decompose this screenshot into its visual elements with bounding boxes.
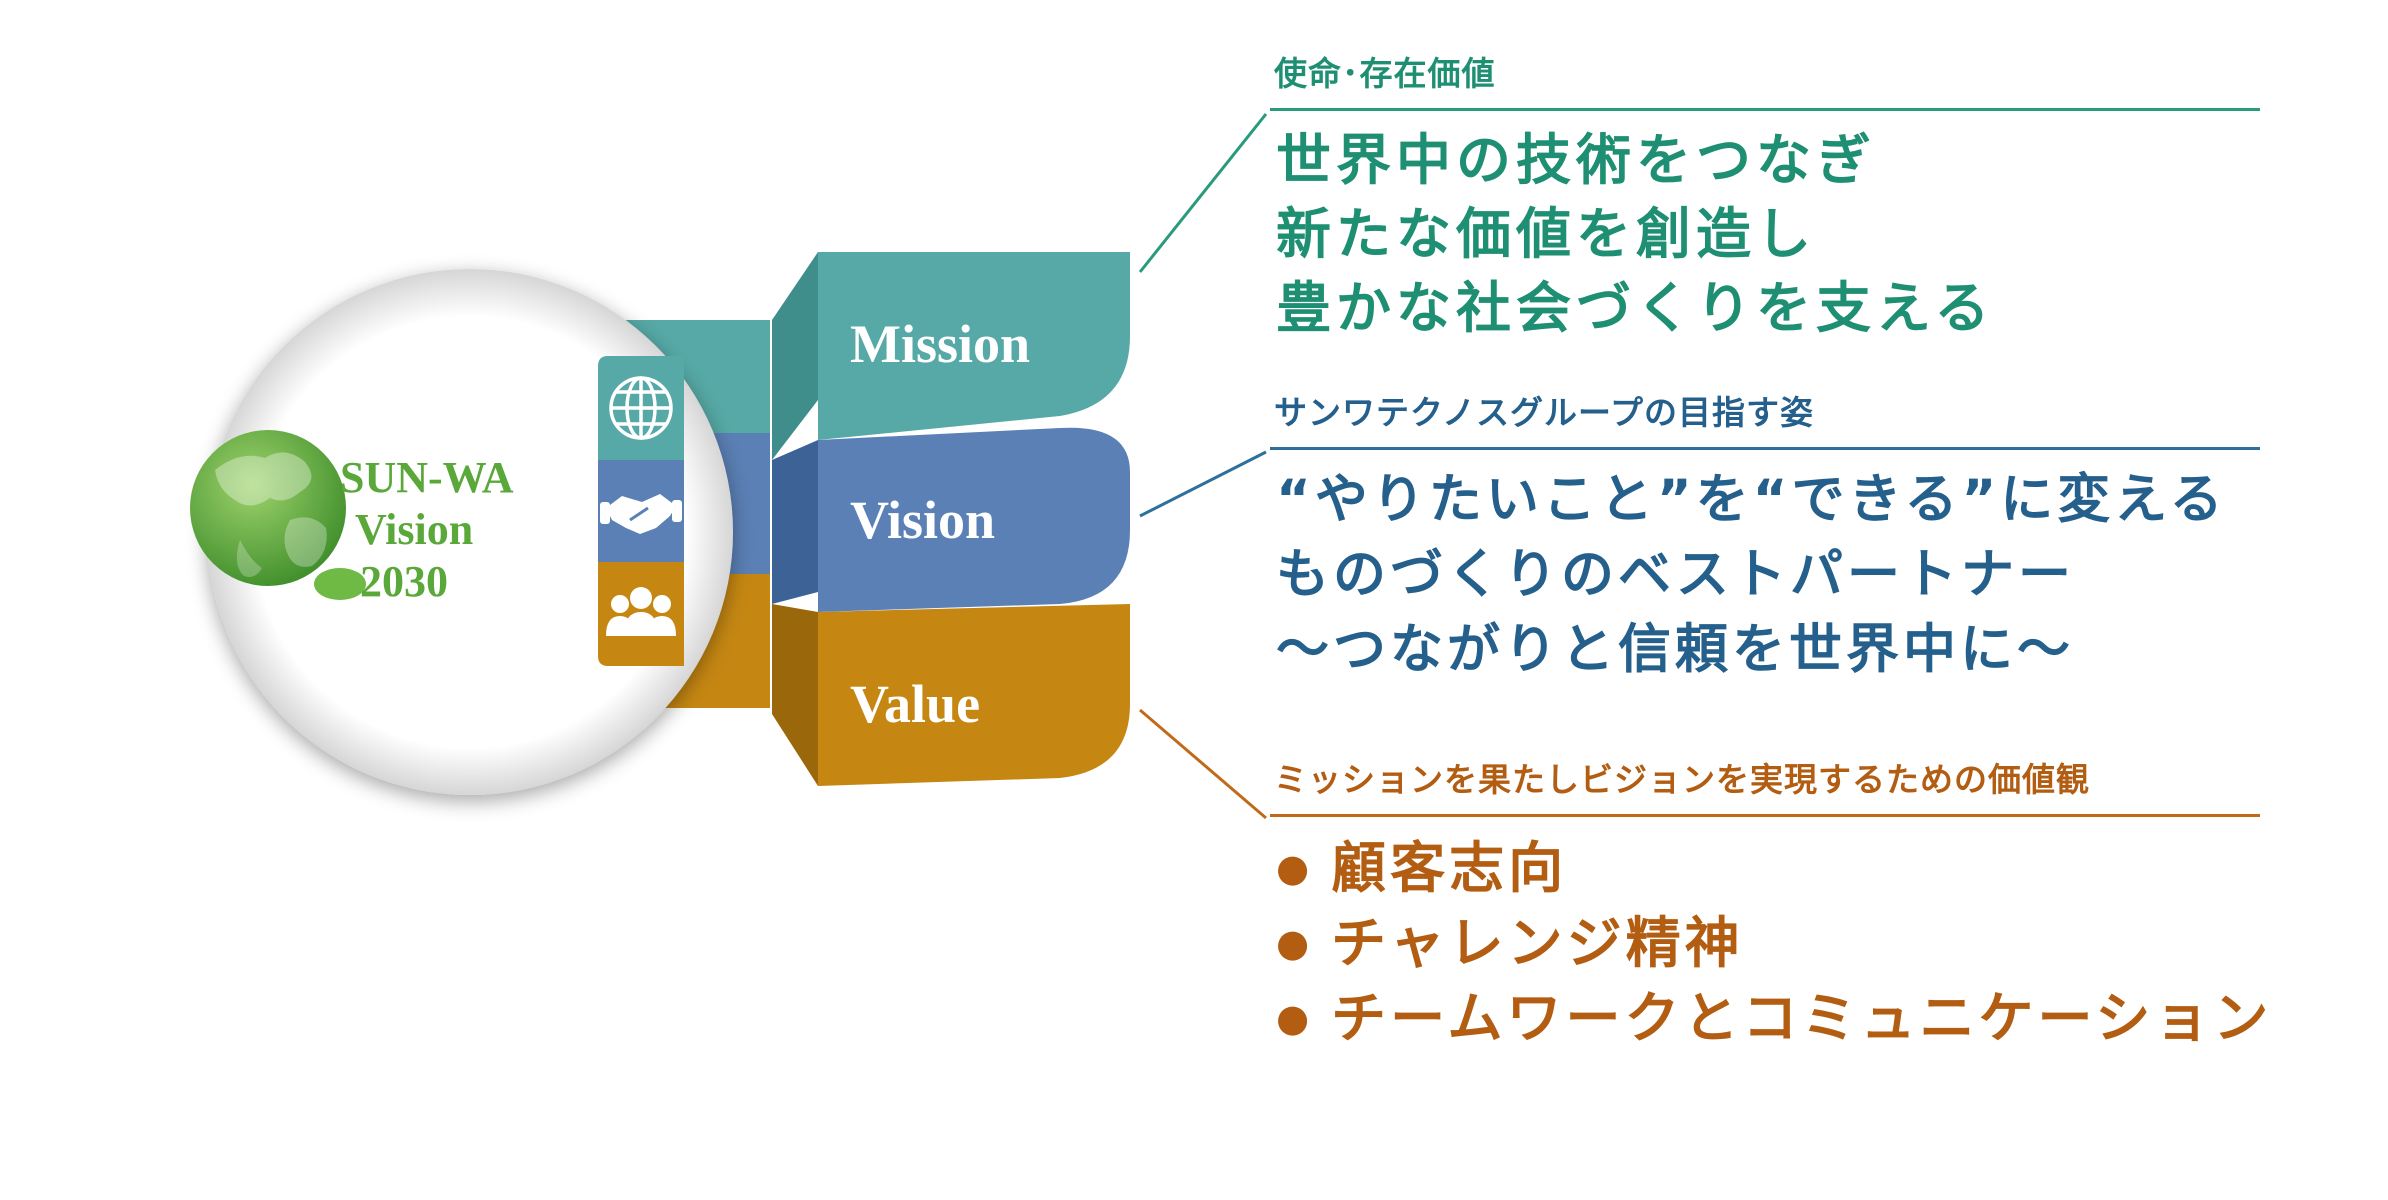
value-item: ● 顧客志向 (1276, 831, 2260, 906)
vision-divider (1270, 447, 2260, 450)
value-ribbon-side (772, 604, 818, 786)
value-panel: ミッションを果たしビジョンを実現するための価値観 ●顧客志向 ●チャレンジ精神 … (1270, 758, 2268, 1056)
mission-ribbon-side (772, 252, 818, 460)
people-icon (606, 587, 676, 636)
bullet-icon: ● (1276, 921, 1314, 965)
logo-line2: Vision (355, 505, 473, 554)
logo-line1: SUN-WA (340, 453, 514, 502)
mission-heading: 使命･存在価値 (1274, 54, 1496, 93)
mission-divider (1270, 108, 2260, 111)
globe-illustration (190, 430, 366, 600)
value-divider (1270, 814, 2260, 817)
vision-ribbon-front (818, 427, 1130, 612)
bullet-icon: ● (1276, 996, 1314, 1040)
ribbon-label-mission: Mission (850, 314, 1030, 374)
value-ribbon-front (818, 604, 1130, 786)
ribbon-label-value: Value (850, 674, 980, 734)
vision-ribbon-side (772, 440, 818, 604)
value-item-text: チャレンジ精神 (1331, 911, 1744, 975)
logo-line3: 2030 (360, 557, 448, 606)
globe-icon (609, 376, 673, 440)
vision-leader-line (1139, 450, 1267, 518)
value-leader-line (1139, 708, 1267, 820)
vision-line: ～つながりと信頼を世界中に～ (1276, 619, 2074, 680)
mission-line: 世界中の技術をつなぎ (1276, 128, 1877, 192)
vision-heading: サンワテクノスグループの目指す姿 (1274, 393, 1815, 432)
mission-line: 豊かな社会づくりを支える (1276, 276, 1995, 340)
mission-panel: 使命･存在価値 世界中の技術をつなぎ 新たな価値を創造し 豊かな社会づくりを支え… (1270, 52, 2260, 345)
value-item-text: チームワークとコミュニケーション (1331, 986, 2273, 1050)
value-item-text: 顧客志向 (1331, 836, 1568, 900)
mission-leader-line (1138, 113, 1268, 273)
mission-ribbon-front (818, 252, 1130, 440)
mission-line: 新たな価値を創造し (1276, 202, 1817, 266)
handshake-icon (600, 494, 682, 534)
vision-line: “やりたいこと”を“できる”に変える (1276, 469, 2227, 530)
value-heading: ミッションを果たしビジョンを実現するための価値観 (1274, 760, 2090, 799)
vision-panel: サンワテクノスグループの目指す姿 “やりたいこと”を“できる”に変える ものづく… (1270, 391, 2260, 687)
value-item: ●チームワークとコミュニケーション (1276, 981, 2268, 1056)
ribbon-label-vision: Vision (850, 490, 995, 550)
vision-line: ものづくりのベストパートナー (1276, 544, 2076, 605)
bullet-icon: ● (1276, 846, 1314, 890)
value-item: ● チャレンジ精神 (1276, 906, 2260, 981)
